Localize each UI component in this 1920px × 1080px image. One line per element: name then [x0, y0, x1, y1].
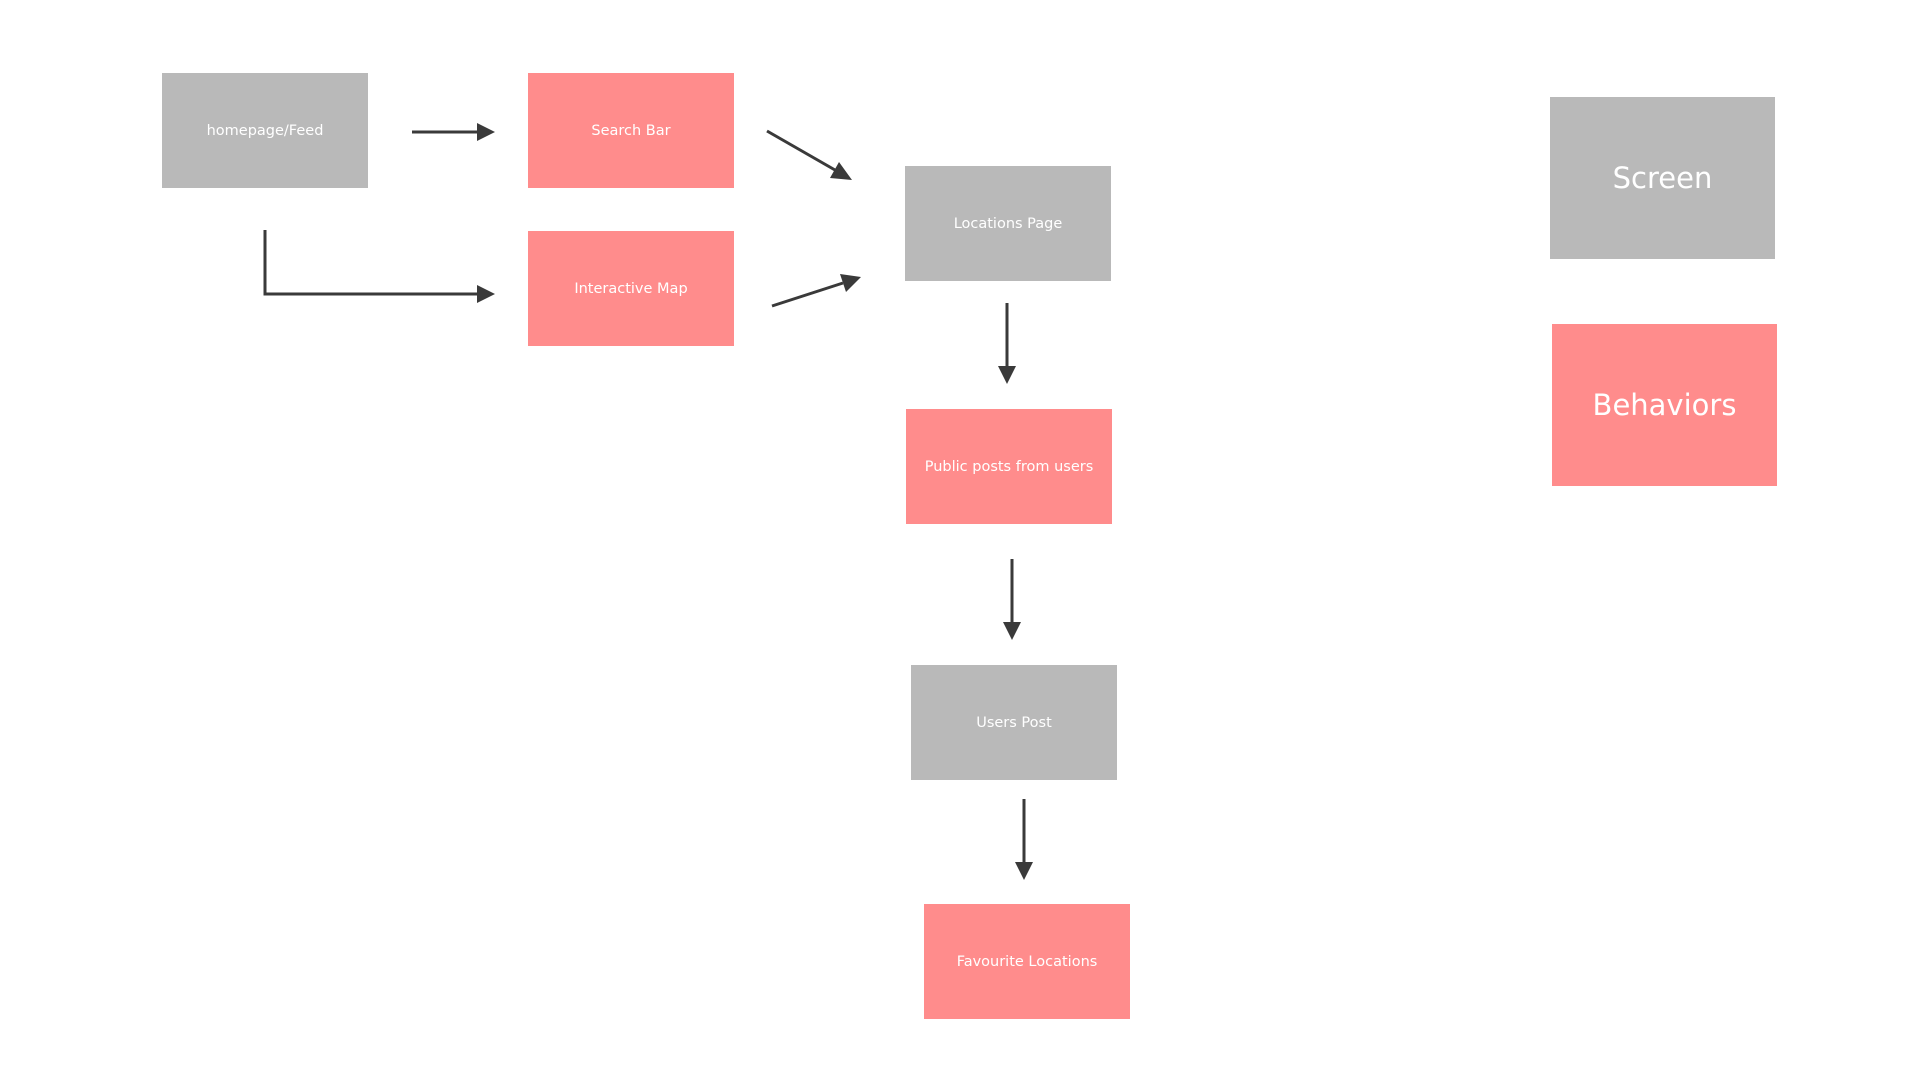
legend-behaviors: Behaviors: [1552, 324, 1777, 486]
locations-page-node[interactable]: Locations Page: [905, 166, 1111, 281]
locations-page-label: Locations Page: [953, 215, 1063, 232]
interactive-map-node[interactable]: Interactive Map: [528, 231, 734, 346]
arrow-locations-page-to-public-posts: [998, 303, 1016, 384]
public-posts-label: Public posts from users: [924, 458, 1094, 475]
users-post-node[interactable]: Users Post: [911, 665, 1117, 780]
favourite-locations-label: Favourite Locations: [956, 953, 1098, 970]
arrow-search-bar-to-locations-page: [766, 129, 852, 180]
search-bar-label: Search Bar: [591, 122, 671, 139]
search-bar-node[interactable]: Search Bar: [528, 73, 734, 188]
legend-behaviors-label: Behaviors: [1592, 388, 1737, 422]
public-posts-node[interactable]: Public posts from users: [906, 409, 1112, 524]
arrow-interactive-map-to-locations-page: [771, 274, 861, 308]
homepage-feed-node[interactable]: homepage/Feed: [162, 73, 368, 188]
arrow-users-post-to-favourite-locations: [1015, 799, 1033, 880]
legend-screen: Screen: [1550, 97, 1775, 259]
homepage-feed-label: homepage/Feed: [206, 122, 324, 139]
arrow-public-posts-to-users-post: [1003, 559, 1021, 640]
users-post-label: Users Post: [976, 714, 1052, 731]
arrow-homepage-to-search-bar: [412, 123, 495, 141]
arrow-homepage-to-interactive-map: [263, 230, 495, 303]
interactive-map-label: Interactive Map: [574, 280, 688, 297]
favourite-locations-node[interactable]: Favourite Locations: [924, 904, 1130, 1019]
legend-screen-label: Screen: [1612, 161, 1713, 195]
